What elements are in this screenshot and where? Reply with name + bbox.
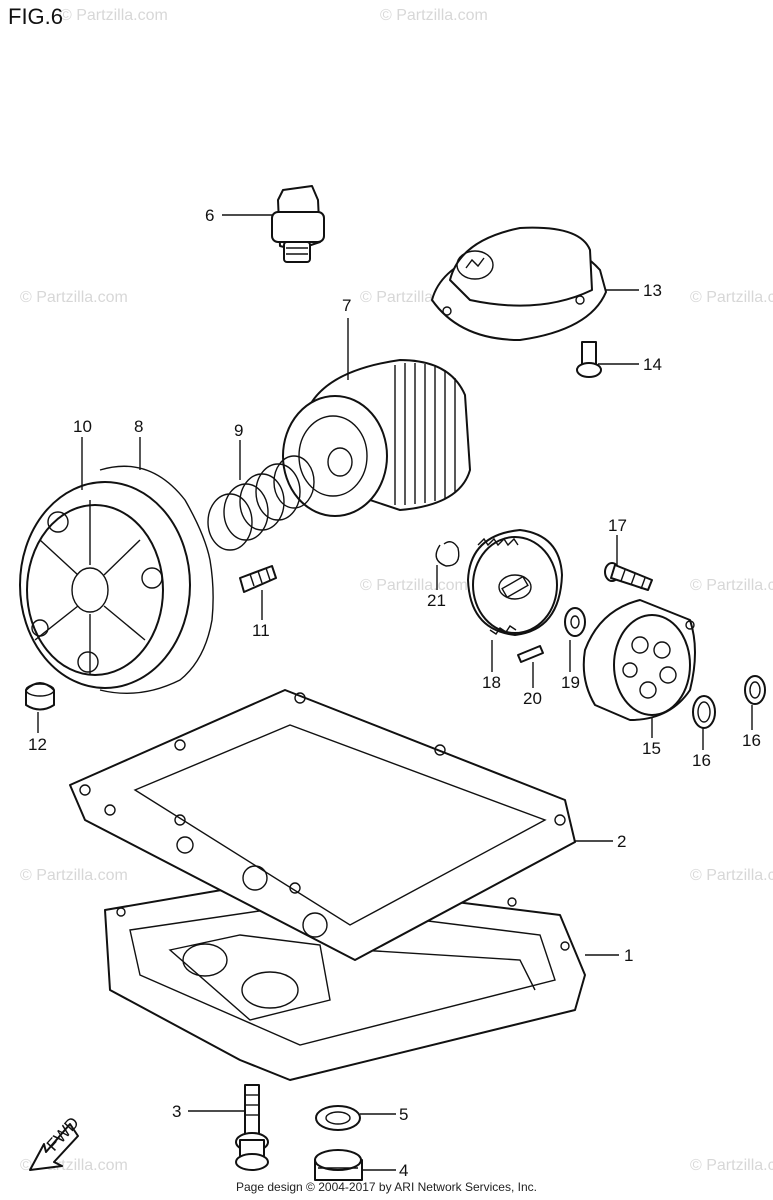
forward-direction-arrow: FWD <box>29 1113 83 1171</box>
cap-bolt-part <box>576 341 602 378</box>
callout-2: 2 <box>617 832 626 851</box>
cover-gasket-part <box>99 465 214 694</box>
pin-part <box>517 645 544 663</box>
callout-8: 8 <box>134 417 143 436</box>
callout-16: 16 <box>692 751 711 770</box>
leader-lines <box>37 214 753 1171</box>
callout-labels: 6 7 13 14 10 8 9 11 12 17 21 18 19 20 15… <box>28 206 761 1180</box>
watermark: © Partzilla.com <box>360 577 468 594</box>
pan-bolt-part <box>235 1084 269 1171</box>
callout-15: 15 <box>642 739 661 758</box>
watermark: © Partzilla.com <box>690 577 773 594</box>
circlip-part <box>435 541 460 567</box>
watermark: © Partzilla.com <box>380 7 488 24</box>
oil-pan-gasket-part <box>69 689 576 961</box>
watermark: © Partzilla.com <box>690 1157 773 1174</box>
drain-plug-part <box>314 1149 363 1181</box>
cap-nut-part <box>25 682 55 711</box>
callout-5: 5 <box>399 1105 408 1124</box>
callout-11: 11 <box>252 621 270 640</box>
washer-part <box>564 607 586 637</box>
watermark: © Partzilla.com <box>20 289 128 306</box>
callout-10: 10 <box>73 417 92 436</box>
callout-4: 4 <box>399 1161 408 1180</box>
callout-13: 13 <box>643 281 662 300</box>
callout-20: 20 <box>523 689 542 708</box>
watermark: © Partzilla.com <box>20 867 128 884</box>
stud-part <box>239 565 277 593</box>
callout-18: 18 <box>482 673 501 692</box>
oil-filler-plug-part <box>271 185 325 263</box>
watermark: © Partzilla.com <box>60 7 168 24</box>
callout-1: 1 <box>624 946 633 965</box>
oil-pump-part <box>582 599 696 721</box>
oil-filter-part <box>282 359 471 517</box>
pump-screw-part <box>604 562 653 591</box>
filter-cover-part <box>19 481 191 689</box>
callout-17: 17 <box>608 516 627 535</box>
figure-title: FIG.6 <box>8 4 64 29</box>
callout-6: 6 <box>205 206 214 225</box>
watermark: © Partzilla.com <box>690 867 773 884</box>
page-footer: Page design © 2004-2017 by ARI Network S… <box>235 1180 537 1194</box>
pump-o-ring-part <box>692 675 766 729</box>
callout-21: 21 <box>427 591 446 610</box>
callout-16-right: 16 <box>742 731 761 750</box>
drain-washer-part <box>315 1105 361 1131</box>
filter-cap-part <box>431 226 607 341</box>
callout-9: 9 <box>234 421 243 440</box>
callout-7: 7 <box>342 296 351 315</box>
watermark: © Partzilla.com <box>690 289 773 306</box>
callout-19: 19 <box>561 673 580 692</box>
spring-part <box>207 455 315 551</box>
callout-12: 12 <box>28 735 47 754</box>
callout-3: 3 <box>172 1102 181 1121</box>
callout-14: 14 <box>643 355 662 374</box>
driven-gear-part <box>467 529 563 636</box>
